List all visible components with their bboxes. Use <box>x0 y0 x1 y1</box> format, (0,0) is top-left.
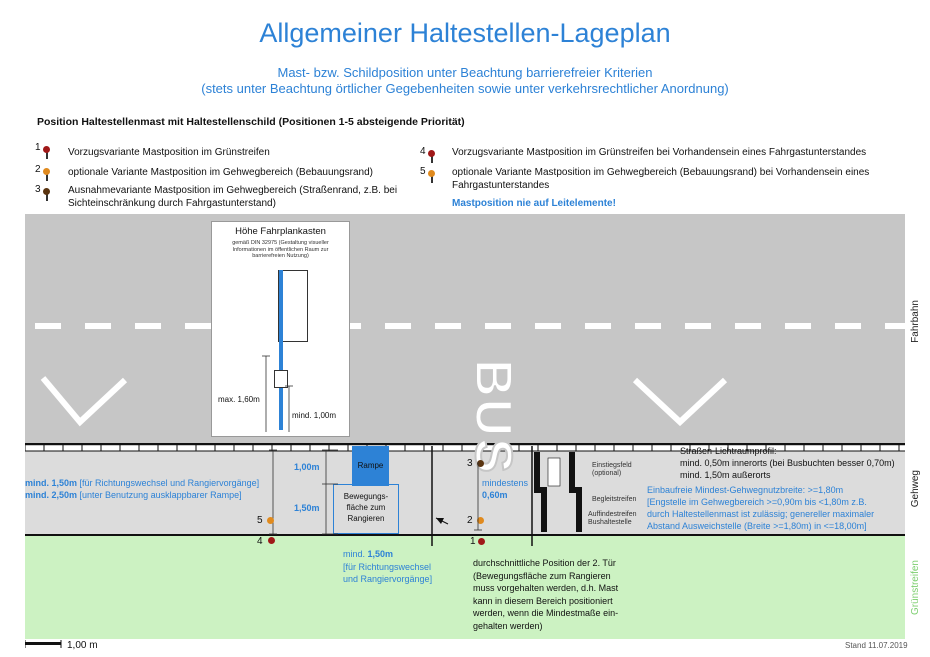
lane-dash <box>735 323 761 329</box>
roadway <box>25 214 905 446</box>
sidewalk-label: Gehweg <box>910 470 921 508</box>
legend-text: Vorzugsvariante Mastposition im Grünstre… <box>452 147 867 158</box>
roadway-label: Fahrbahn <box>910 300 921 343</box>
max-height-label: max. 1,60m <box>218 395 260 404</box>
lane-dash <box>85 323 111 329</box>
timetable-panel: Höhe Fahrplankasten gemäß DIN 32975 (Ges… <box>211 221 350 437</box>
legend-number: 5 <box>420 166 426 177</box>
timetable-case <box>278 270 308 342</box>
subtitle: Mast- bzw. Schildposition unter Beachtun… <box>277 65 653 80</box>
legend-number: 3 <box>35 184 41 195</box>
clearance-line-2: mind. 1,50m außerorts <box>680 470 771 480</box>
timetable-title: Höhe Fahrplankasten <box>235 226 326 237</box>
scale-label: 1,00 m <box>67 640 98 651</box>
lane-dash <box>35 323 61 329</box>
mast-marker-icon <box>428 150 435 157</box>
legend-text: Ausnahmevariante Mastposition im Gehwegb… <box>68 185 398 209</box>
subtitle-note: (stets unter Beachtung örtlicher Gegeben… <box>201 81 729 96</box>
lane-dash <box>635 323 661 329</box>
lane-dash <box>885 323 905 329</box>
timetable-case-small <box>274 370 288 388</box>
left-note-line-1: mind. 1,50m [für Richtungswechsel und Ra… <box>25 478 260 488</box>
lane-dash <box>485 323 511 329</box>
date-stamp: Stand 11.07.2019 <box>845 641 908 650</box>
mast-marker-icon <box>428 170 435 177</box>
ramp-dim-1: 1,00m <box>294 462 320 472</box>
below-ramp-note-3: und Rangiervorgänge] <box>343 574 433 584</box>
green-strip <box>25 535 905 639</box>
below-ramp-note: mind. 1,50m <box>343 549 394 559</box>
sidewalk <box>25 451 905 535</box>
legend-text: Vorzugsvariante Mastposition im Grünstre… <box>68 147 270 158</box>
entry-field-label: Einstiegsfeld (optional) <box>592 462 632 477</box>
min-distance-label: mindestens <box>482 478 529 488</box>
mast-marker-icon <box>477 517 484 524</box>
legend-number: 1 <box>35 142 41 153</box>
legend-heading: Position Haltestellenmast mit Haltestell… <box>37 116 465 128</box>
lane-dash <box>785 323 811 329</box>
guide-strip-label: Begleitstreifen <box>592 496 637 503</box>
maneuver-label: Bewegungs-fläche zum Rangieren <box>343 492 389 523</box>
legend-text: optionale Variante Mastposition im Gehwe… <box>452 167 870 191</box>
page-title: Allgemeiner Haltestellen-Lageplan <box>259 18 671 48</box>
min-width-note: Einbaufreie Mindest-Gehwegnutzbreite: >=… <box>647 485 875 531</box>
ramp-label: Rampe <box>357 461 384 470</box>
min-height-label: mind. 1,00m <box>292 411 337 420</box>
scale-bar <box>25 640 62 648</box>
lane-dash <box>685 323 711 329</box>
left-note-line-2: mind. 2,50m [unter Benutzung ausklappbar… <box>25 490 242 500</box>
below-ramp-note-2: [für Richtungswechsel <box>343 562 432 572</box>
ramp-dim-2: 1,50m <box>294 503 320 513</box>
tactile-guidance <box>534 452 582 532</box>
warning-note: Mastposition nie auf Leitelemente! <box>452 198 616 209</box>
position-number-4: 4 <box>257 536 263 547</box>
lane-dash <box>535 323 561 329</box>
lane-dash <box>185 323 211 329</box>
clearance-title: Straßen-Lichtraumprofil: <box>680 446 777 456</box>
mast-marker-icon <box>478 538 485 545</box>
timetable-norm: gemäß DIN 32975 (Gestaltung visueller In… <box>232 240 329 259</box>
lane-marking <box>35 323 905 329</box>
green-strip-label: Grünstreifen <box>910 560 921 616</box>
position-number-5: 5 <box>257 515 263 526</box>
lane-dash <box>835 323 861 329</box>
maneuver-area: Bewegungs-fläche zum Rangieren <box>333 484 399 534</box>
lane-dash <box>385 323 411 329</box>
lane-dash <box>135 323 161 329</box>
curb-line <box>25 534 905 536</box>
lane-dash <box>435 323 461 329</box>
mast-marker-icon <box>43 168 50 175</box>
mast-marker-icon <box>477 460 484 467</box>
position-number-3: 3 <box>467 458 473 469</box>
mast-marker-icon <box>43 146 50 153</box>
position-number-1: 1 <box>470 536 476 547</box>
ramp: Rampe <box>352 446 389 486</box>
legend-number: 4 <box>420 146 426 157</box>
legend-number: 2 <box>35 164 41 175</box>
mast-marker-icon <box>43 188 50 195</box>
position-number-2: 2 <box>467 515 473 526</box>
lane-dash <box>585 323 611 329</box>
legend-text: optionale Variante Mastposition im Gehwe… <box>68 167 373 178</box>
door-note: durchschnittliche Position der 2. Tür (B… <box>473 558 619 631</box>
min-distance-value: 0,60m <box>482 490 508 500</box>
mast-marker-icon <box>267 517 274 524</box>
curb-edge <box>25 443 905 452</box>
mast-pole <box>279 270 283 430</box>
finding-strip-label: Auffindestreifen Bushaltestelle <box>588 511 637 526</box>
zigzag-marking <box>40 376 728 427</box>
clearance-line-1: mind. 0,50m innerorts (bei Busbuchten be… <box>680 458 895 468</box>
mast-marker-icon <box>268 537 275 544</box>
